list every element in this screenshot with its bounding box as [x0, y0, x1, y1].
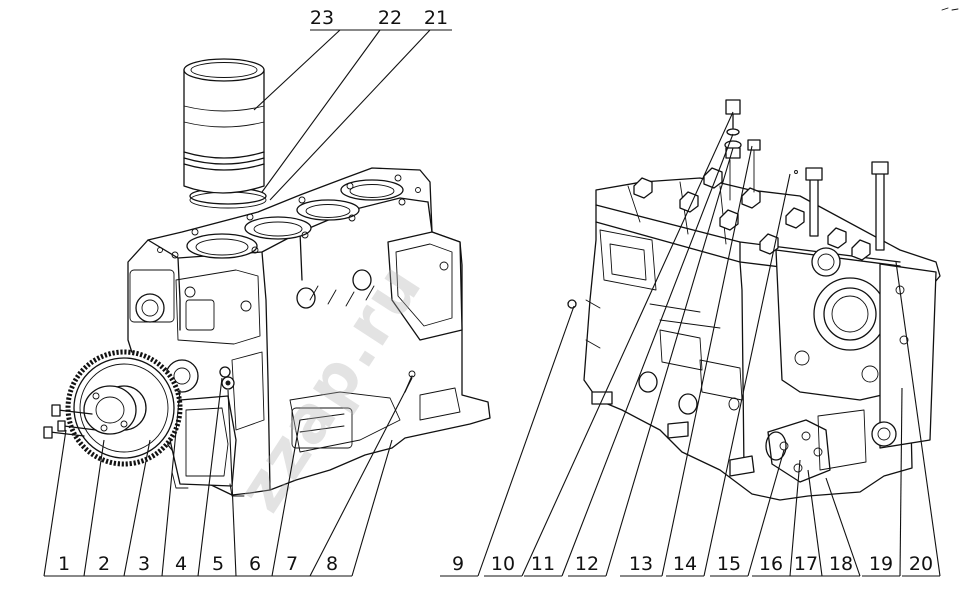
callout-7: 7 — [286, 553, 298, 575]
callout-11: 11 — [531, 553, 555, 575]
callout-22: 22 — [378, 7, 402, 29]
callout-3: 3 — [138, 553, 150, 575]
callout-labels-top: 23 22 21 — [310, 7, 448, 29]
callout-23: 23 — [310, 7, 334, 29]
callout-labels-bottom: 1 2 3 4 5 6 7 8 9 10 11 12 13 14 15 16 1… — [58, 553, 933, 575]
corner-mark — [941, 7, 959, 11]
callout-15: 15 — [717, 553, 741, 575]
callout-17: 17 — [794, 553, 818, 575]
callout-12: 12 — [575, 553, 599, 575]
callout-9: 9 — [452, 553, 464, 575]
callout-14: 14 — [673, 553, 697, 575]
callout-20: 20 — [909, 553, 933, 575]
callout-19: 19 — [869, 553, 893, 575]
callout-5: 5 — [212, 553, 224, 575]
callout-2: 2 — [98, 553, 110, 575]
cylinder-liner — [183, 58, 267, 209]
callout-6: 6 — [249, 553, 261, 575]
callout-13: 13 — [629, 553, 653, 575]
callout-4: 4 — [175, 553, 187, 575]
callout-1: 1 — [58, 553, 70, 575]
deck-holes — [157, 174, 421, 259]
callout-18: 18 — [829, 553, 853, 575]
top-bolts — [633, 167, 871, 261]
callout-21: 21 — [424, 7, 448, 29]
leader-lines — [43, 29, 941, 577]
right-engine-block — [567, 99, 941, 501]
callout-10: 10 — [491, 553, 515, 575]
callout-16: 16 — [759, 553, 783, 575]
left-engine-block — [43, 167, 491, 497]
callout-8: 8 — [326, 553, 338, 575]
